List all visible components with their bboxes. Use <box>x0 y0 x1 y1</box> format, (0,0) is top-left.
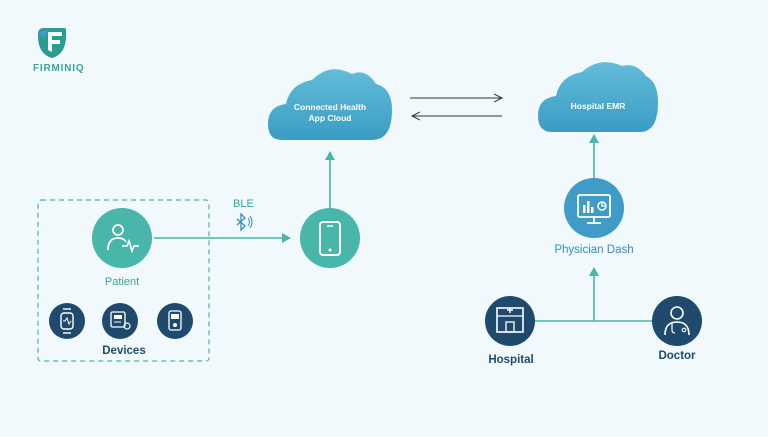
emr-cloud-label: Hospital EMR <box>570 101 626 111</box>
patient-label: Patient <box>104 276 140 288</box>
hospital-building-icon <box>496 307 524 333</box>
physician-dash-label: Physician Dash <box>554 244 634 256</box>
ble-label: BLE <box>233 198 254 210</box>
doctor-label: Doctor <box>658 350 696 362</box>
hospital-label: Hospital <box>488 354 534 366</box>
blood-pressure-monitor-node <box>102 303 138 339</box>
doctor-icon <box>664 306 690 336</box>
blood-pressure-monitor-icon <box>110 311 131 330</box>
dashboard-monitor-icon <box>577 194 611 224</box>
app-cloud-icon <box>268 69 392 140</box>
glucometer-device-node <box>157 303 193 339</box>
devices-label: Devices <box>102 345 146 357</box>
emr-cloud-icon <box>538 62 658 132</box>
app-cloud-label-line1: Connected Health <box>293 102 367 112</box>
bluetooth-icon <box>236 212 253 232</box>
patient-devices-group-box <box>37 199 210 362</box>
smartwatch-icon <box>60 308 74 334</box>
hospital-node <box>485 296 535 346</box>
smartphone-node <box>300 208 360 268</box>
physician-dash-node <box>564 178 624 238</box>
smartphone-icon <box>319 221 341 256</box>
doctor-node <box>652 296 702 346</box>
glucometer-icon <box>168 310 182 331</box>
app-cloud-label-line2: App Cloud <box>308 113 352 123</box>
firminiq-logo-icon <box>38 28 66 58</box>
brand-name: FIRMINIQ <box>33 63 85 74</box>
smartwatch-device-node <box>49 303 85 339</box>
patient-node <box>92 208 152 268</box>
patient-icon <box>107 224 139 254</box>
app-cloud-label: Connected Health App Cloud <box>280 102 380 124</box>
